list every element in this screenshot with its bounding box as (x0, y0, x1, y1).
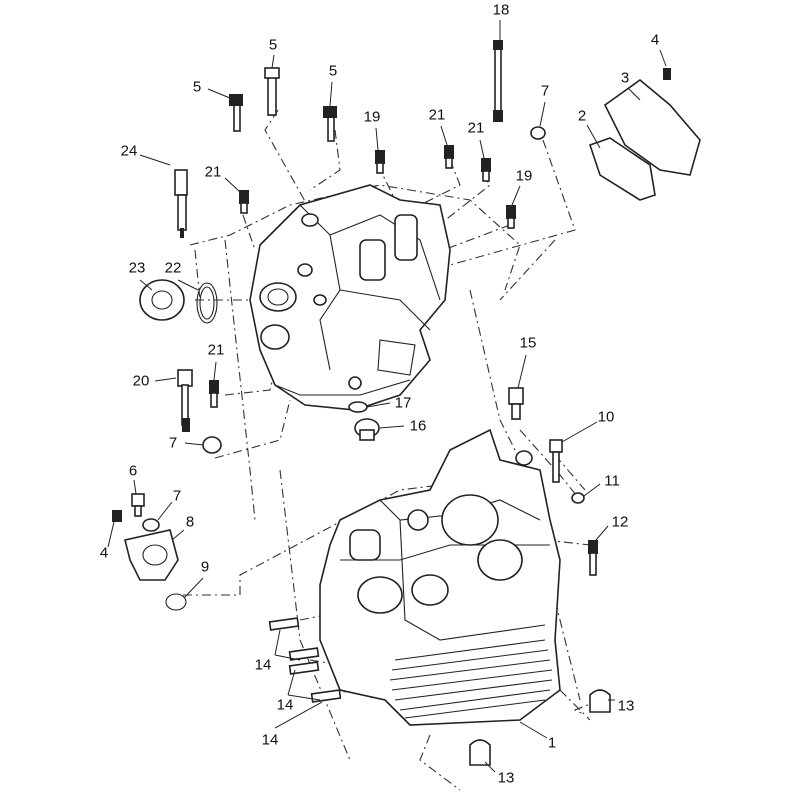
callout-label: 3 (620, 69, 630, 87)
callout-label: 15 (519, 334, 537, 352)
callout-label: 16 (409, 417, 427, 435)
cylinder-head (249, 184, 451, 411)
callout-label: 18 (492, 1, 510, 19)
leader-lines (107, 20, 667, 773)
callout-label: 21 (207, 341, 225, 359)
callout-label: 21 (428, 106, 446, 124)
callout-label: 21 (204, 163, 222, 181)
callout-label: 21 (467, 119, 485, 137)
cylinder-block (319, 428, 561, 726)
callout-label: 10 (597, 408, 615, 426)
callout-label: 5 (192, 78, 202, 96)
callout-label: 19 (515, 167, 533, 185)
callout-label: 17 (394, 394, 412, 412)
callout-label: 4 (99, 544, 109, 562)
assembly-dash-lines (183, 109, 601, 791)
callout-label: 7 (172, 487, 182, 505)
callout-label: 5 (268, 36, 278, 54)
callout-label: 14 (254, 656, 272, 674)
callout-label: 4 (650, 31, 660, 49)
callout-label: 13 (497, 769, 515, 787)
callout-label: 20 (132, 372, 150, 390)
callout-label: 24 (120, 142, 138, 160)
callout-label: 8 (185, 513, 195, 531)
callout-label: 22 (164, 259, 182, 277)
callout-label: 6 (128, 462, 138, 480)
callout-label: 7 (168, 434, 178, 452)
callout-label: 7 (540, 82, 550, 100)
callout-label: 14 (261, 731, 279, 749)
callout-label: 9 (200, 558, 210, 576)
callout-label: 23 (128, 259, 146, 277)
callout-label: 14 (276, 696, 294, 714)
fasteners (112, 40, 701, 766)
callout-label: 1 (547, 734, 557, 752)
callout-label: 12 (611, 513, 629, 531)
callout-label: 13 (617, 697, 635, 715)
callout-label: 2 (577, 107, 587, 125)
callout-label: 5 (328, 62, 338, 80)
callout-label: 11 (604, 472, 620, 490)
callout-label: 19 (363, 108, 381, 126)
